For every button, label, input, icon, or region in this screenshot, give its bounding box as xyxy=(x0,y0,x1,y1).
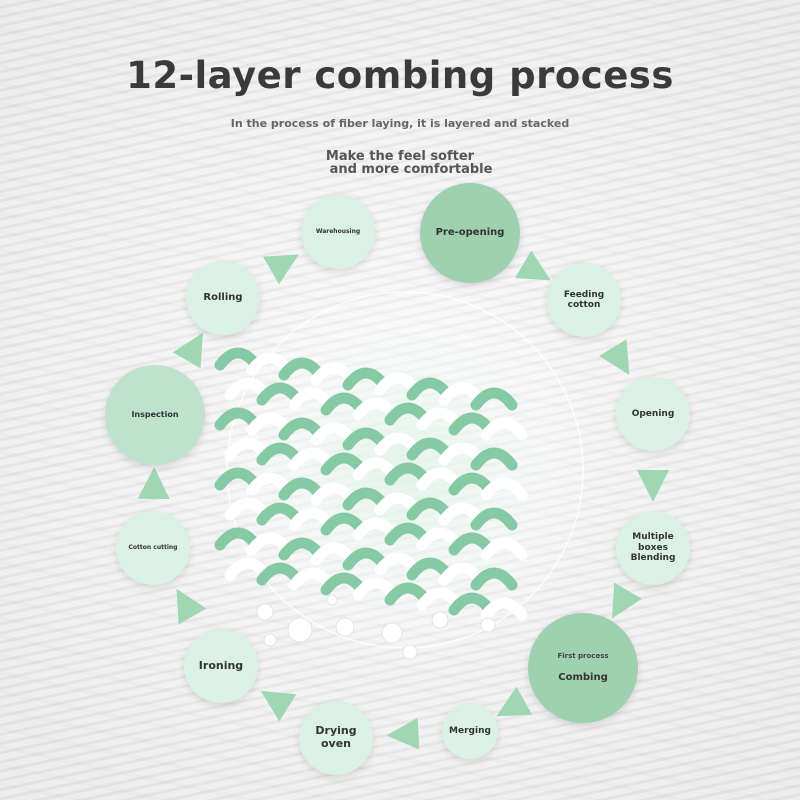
step-ironing: Ironing xyxy=(184,629,258,703)
cotton-bead xyxy=(381,622,403,644)
fiber-strand xyxy=(470,387,518,411)
step-label: Warehousing xyxy=(315,227,361,235)
step-label: Inspection xyxy=(131,410,179,420)
fiber-layers-cube xyxy=(214,347,528,621)
fiber-strand xyxy=(480,417,528,441)
step-label: Rolling xyxy=(203,292,243,304)
fiber-strand xyxy=(470,447,518,471)
step-pre-opening: Pre-opening xyxy=(420,183,520,283)
page-subtitle: In the process of fiber laying, it is la… xyxy=(230,117,570,130)
flow-arrow xyxy=(172,332,203,369)
cotton-bead xyxy=(326,594,338,606)
step-note: First process xyxy=(557,652,609,661)
step-feeding-cotton: Feeding cotton xyxy=(547,263,621,337)
tagline-line-1: Make the feel softer xyxy=(325,149,475,164)
step-merging: Merging xyxy=(442,703,498,759)
cotton-bead xyxy=(402,644,418,660)
cotton-bead xyxy=(335,617,355,637)
step-rolling: Rolling xyxy=(186,261,260,335)
step-drying-oven: Drying oven xyxy=(299,701,373,775)
step-opening: Opening xyxy=(616,377,690,451)
cotton-bead xyxy=(263,633,277,647)
step-label: Cotton cutting xyxy=(128,543,178,551)
step-label: Opening xyxy=(631,408,675,419)
step-multiple-boxes-blending: Multiple boxes Blending xyxy=(616,511,690,585)
step-label: Merging xyxy=(449,725,491,736)
fiber-strand xyxy=(470,567,518,591)
flow-arrow xyxy=(262,254,299,285)
flow-arrow xyxy=(386,717,420,750)
cotton-bead xyxy=(287,617,313,643)
cotton-bead xyxy=(256,603,274,621)
fiber-strand xyxy=(480,537,528,561)
step-label: Multiple boxes Blending xyxy=(630,532,676,564)
step-label: Feeding cotton xyxy=(563,289,605,310)
flow-arrow xyxy=(260,690,297,722)
step-label: Ironing xyxy=(198,658,244,672)
cotton-bead xyxy=(480,617,496,633)
page-title: 12-layer combing process xyxy=(126,54,674,97)
fiber-strand xyxy=(470,507,518,531)
step-inspection: Inspection xyxy=(105,365,205,465)
cotton-beads xyxy=(256,594,496,660)
fiber-strand xyxy=(480,597,528,621)
step-warehousing: Warehousing xyxy=(301,195,375,269)
flow-arrow xyxy=(176,588,207,625)
tagline: Make the feel softer and more comfortabl… xyxy=(0,150,800,176)
fiber-strand xyxy=(480,477,528,501)
flow-arrows xyxy=(137,250,669,750)
step-label: Pre-opening xyxy=(435,227,505,239)
flow-arrow xyxy=(599,339,630,375)
tagline-line-2: and more comfortable xyxy=(329,162,493,177)
cotton-bead xyxy=(431,611,449,629)
flow-arrow xyxy=(496,686,533,717)
step-label: Drying oven xyxy=(315,724,357,750)
flow-arrow xyxy=(611,582,642,619)
step-cotton-cutting: Cotton cutting xyxy=(116,511,190,585)
step-label: Combing xyxy=(558,672,608,684)
flow-arrow xyxy=(515,250,551,281)
